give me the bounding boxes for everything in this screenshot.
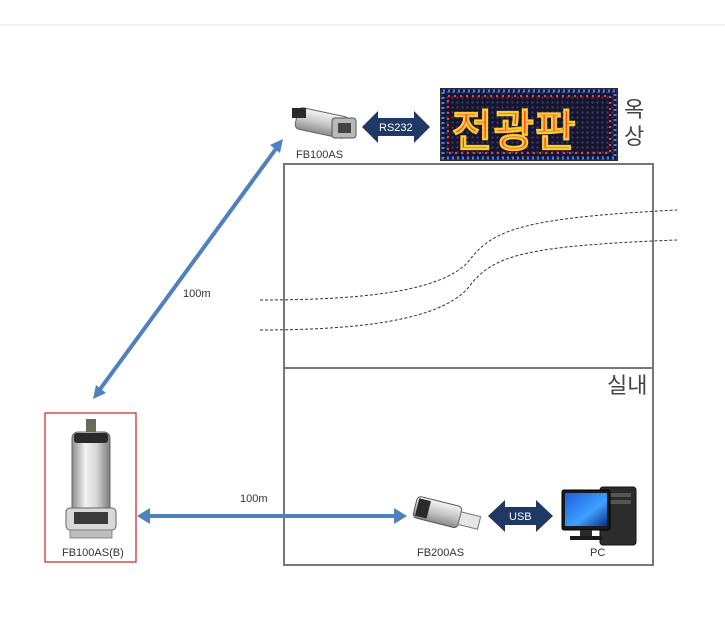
rooftop-zone <box>283 163 654 369</box>
serial-adapter-icon <box>292 107 357 139</box>
dashed-curve-lower <box>259 239 678 331</box>
link-bottom-distance: 100m <box>240 493 268 505</box>
left-device-label: FB100AS(B) <box>62 547 124 559</box>
double-arrow-icon <box>488 500 553 532</box>
top-device-label: FB100AS <box>296 149 343 161</box>
rooftop-label-line1: 옥 <box>624 98 644 123</box>
led-sign-text: 전광판 <box>452 106 576 157</box>
link-arrow-horizontal <box>137 508 407 524</box>
link-arrow-diagonal <box>93 139 283 399</box>
dashed-curve-upper <box>259 209 678 301</box>
indoor-label: 실내 <box>607 374 647 399</box>
link-top-distance: 100m <box>183 288 211 300</box>
serial-adapter-icon <box>65 419 117 539</box>
rs232-label: RS232 <box>379 122 413 134</box>
usb-label: USB <box>509 511 532 523</box>
indoor-zone <box>283 367 654 566</box>
usb-device-label: FB200AS <box>417 547 464 559</box>
left-device-highlight <box>44 412 137 563</box>
pc-icon <box>561 486 637 546</box>
led-sign-icon <box>440 88 618 161</box>
usb-dongle-icon <box>412 496 482 530</box>
pc-label: PC <box>590 547 605 559</box>
double-arrow-icon <box>362 111 430 143</box>
rooftop-label-line2: 상 <box>624 125 644 150</box>
